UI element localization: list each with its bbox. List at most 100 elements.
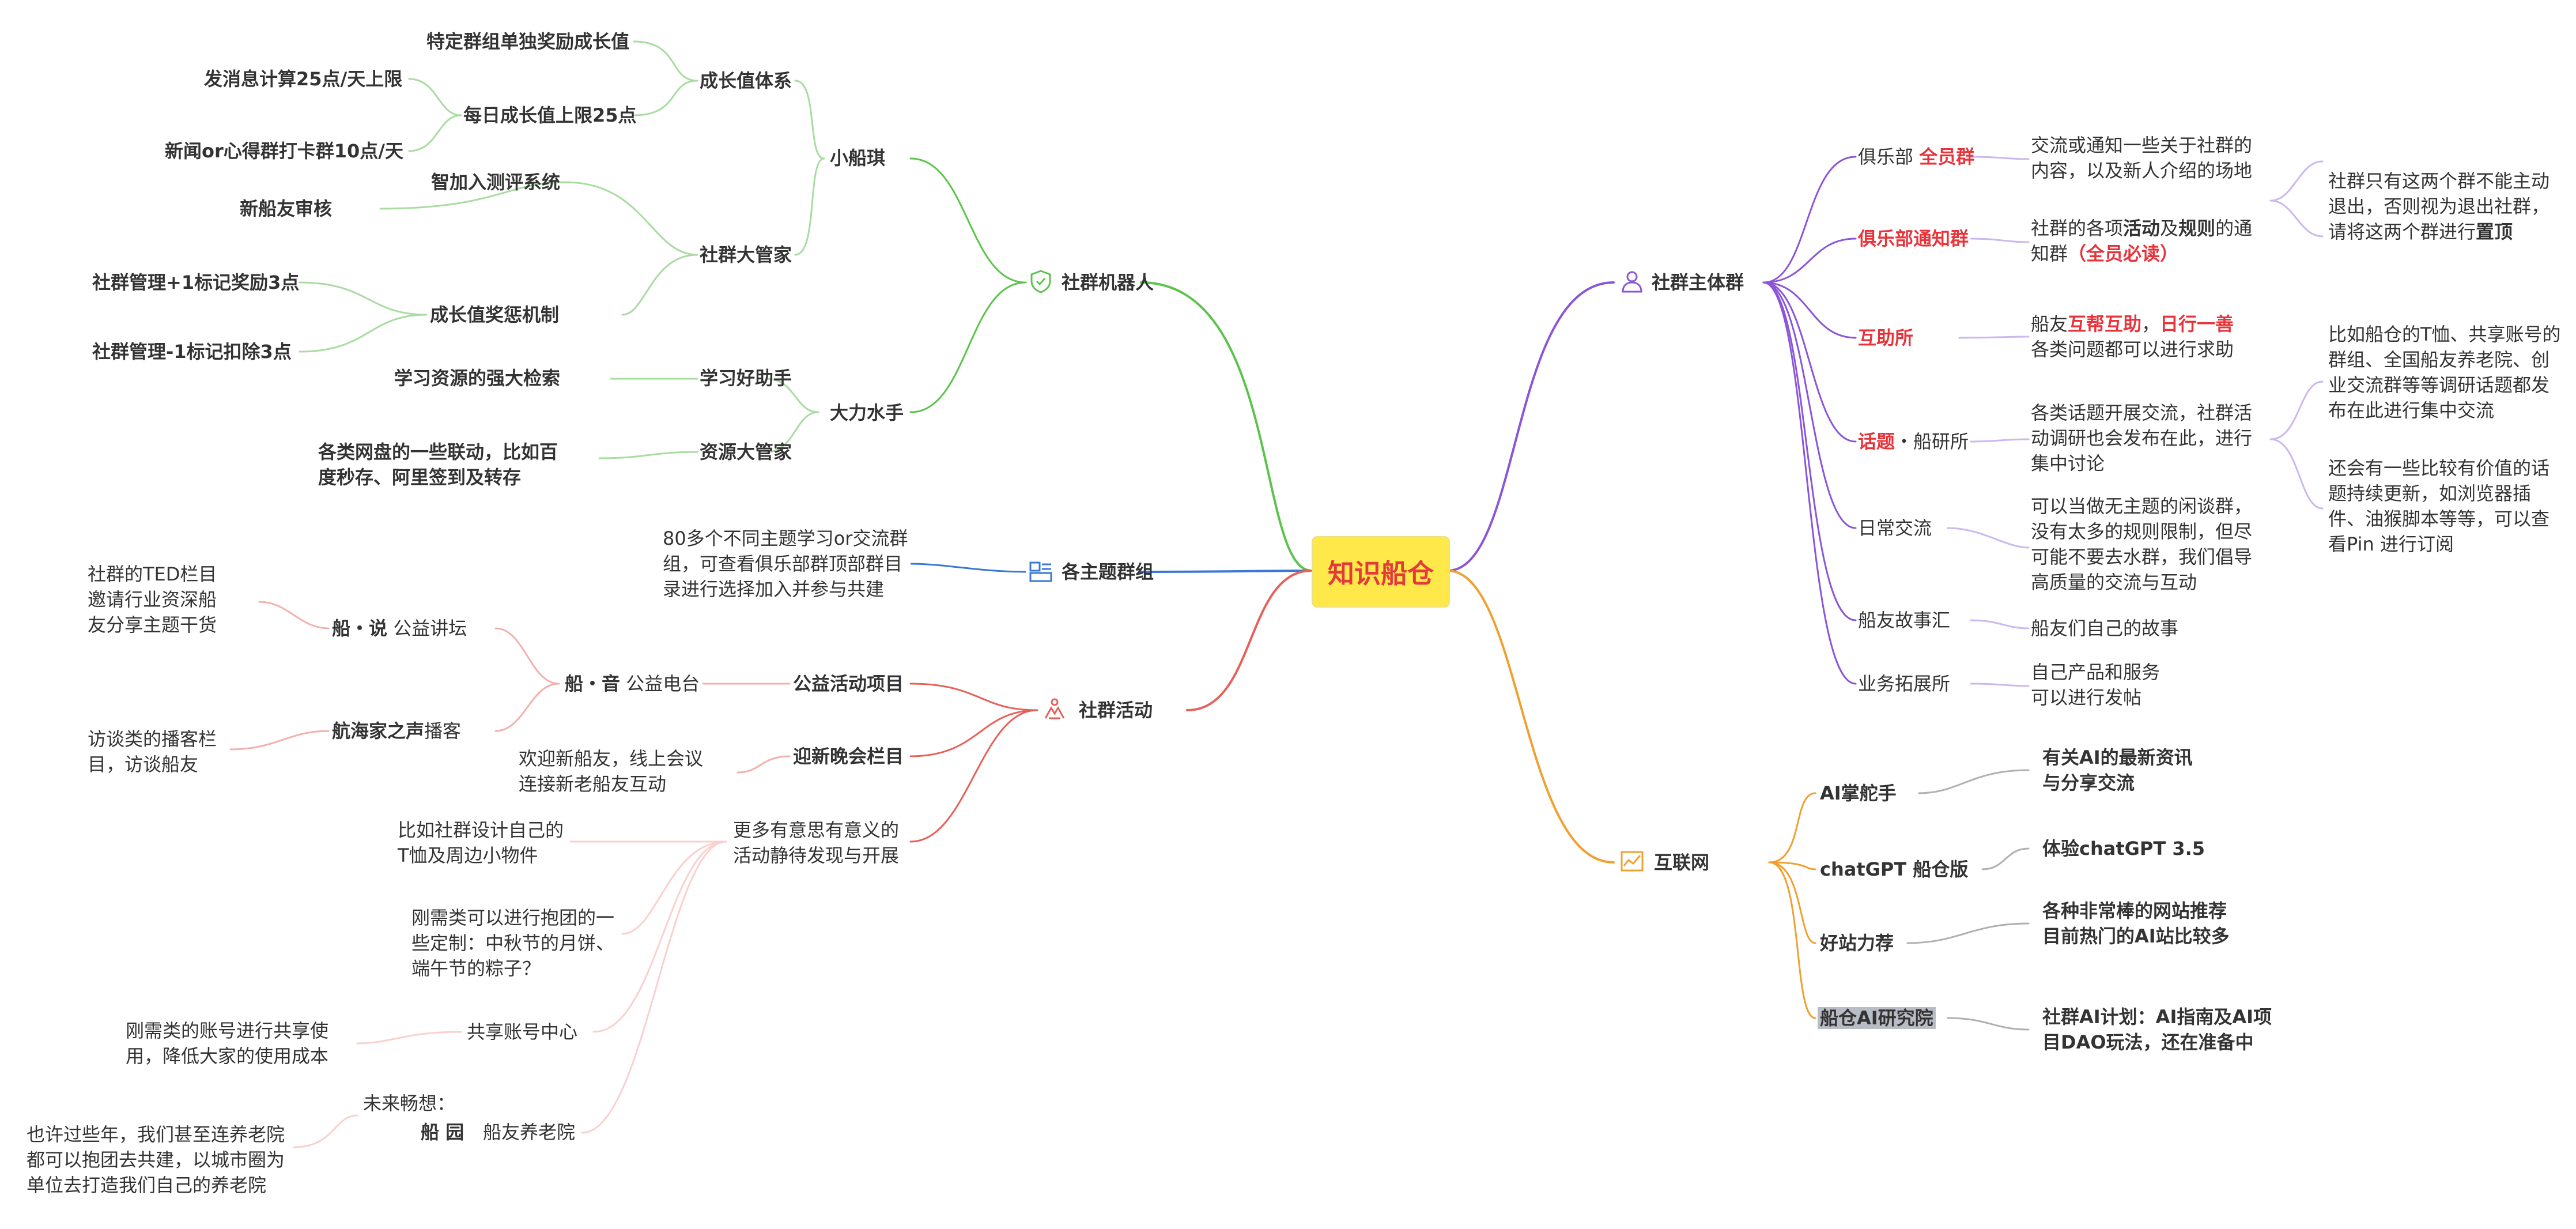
node-story[interactable]: 船友故事汇 bbox=[1858, 609, 1951, 631]
help-text-a: 船友 bbox=[2031, 313, 2068, 335]
node-ai-desc[interactable]: 有关AI的最新资讯与分享交流 bbox=[2042, 747, 2193, 794]
node-public-project[interactable]: 公益活动项目 bbox=[793, 673, 904, 695]
club-prefix: 俱乐部 bbox=[1858, 146, 1914, 168]
node-groups-desc[interactable]: 80多个不同主题学习or交流群组，可查看俱乐部群顶部群目录进行选择加入并参与共建 bbox=[663, 527, 908, 600]
branch-activity[interactable]: 社群活动 bbox=[1079, 699, 1153, 721]
node-resource-manager[interactable]: 资源大管家 bbox=[700, 441, 792, 463]
node-talk-desc[interactable]: 社群的TED栏目邀请行业资深船友分享主题干货 bbox=[88, 563, 217, 636]
node-club-desc[interactable]: 交流或通知一些关于社群的内容，以及新人介绍的场地 bbox=[2031, 134, 2253, 182]
root-topic[interactable]: 知识船仓 bbox=[1312, 536, 1450, 608]
radio-name: 船・音 bbox=[565, 673, 621, 695]
node-smart-join[interactable]: 智加入测评系统 bbox=[431, 171, 561, 193]
pin-note-text: 社群只有这两个群不能主动退出，否则视为退出社群，请将这两个群进行 bbox=[2328, 170, 2550, 243]
node-shared-desc[interactable]: 刚需类的账号进行共享使用，降低大家的使用成本 bbox=[126, 1020, 329, 1067]
help-text-e: 各类问题都可以进行求助 bbox=[2031, 338, 2234, 360]
talk-suffix: 公益讲坛 bbox=[393, 617, 467, 639]
node-reward-punish[interactable]: 成长值奖惩机制 bbox=[430, 304, 560, 326]
node-public-talk[interactable]: 船・说 公益讲坛 bbox=[332, 616, 467, 641]
help-comma: ， bbox=[2141, 313, 2160, 335]
node-topic-note1[interactable]: 比如船仓的T恤、共享账号的群组、全国船友养老院、创业交流群等等调研话题都发布在此… bbox=[2328, 323, 2561, 421]
notice-must-read: （全员必读） bbox=[2068, 243, 2179, 265]
node-growth-system[interactable]: 成长值体系 bbox=[700, 70, 792, 92]
link-root-community bbox=[1446, 281, 1615, 572]
node-xiaochuanqi[interactable]: 小船琪 bbox=[830, 147, 886, 169]
node-story-desc[interactable]: 船友们自己的故事 bbox=[2031, 617, 2179, 639]
node-message-points[interactable]: 发消息计算25点/天上限 bbox=[204, 68, 403, 90]
podcast-suffix: 播客 bbox=[424, 720, 462, 742]
node-sites-desc[interactable]: 各种非常棒的网站推荐目前热门的AI站比较多 bbox=[2042, 900, 2230, 947]
node-daily-desc[interactable]: 可以当做无主题的闲谈群，没有太多的规则限制，但尽可能不要去水群，我们倡导高质量的… bbox=[2031, 495, 2253, 593]
node-public-radio[interactable]: 船・音 公益电台 bbox=[565, 671, 700, 696]
node-help-desc[interactable]: 船友互帮互助，日行一善各类问题都可以进行求助 bbox=[2031, 311, 2261, 362]
link-root-activity bbox=[1186, 570, 1313, 711]
node-chatgpt-desc[interactable]: 体验chatGPT 3.5 bbox=[2042, 838, 2205, 859]
person-icon bbox=[1619, 269, 1645, 294]
node-community-manager[interactable]: 社群大管家 bbox=[700, 244, 792, 266]
notice-text-e: 的通知群 bbox=[2031, 217, 2253, 265]
node-biz[interactable]: 业务拓展所 bbox=[1858, 673, 1951, 695]
shield-icon bbox=[1028, 269, 1053, 294]
help-mutual: 互帮互助 bbox=[2068, 313, 2142, 335]
notice-text-c: 及 bbox=[2160, 217, 2179, 239]
node-podcast[interactable]: 航海家之声播客 bbox=[332, 718, 461, 744]
talk-name: 船・说 bbox=[332, 617, 388, 639]
podcast-name: 航海家之声 bbox=[332, 720, 425, 742]
node-shared-account[interactable]: 共享账号中心 bbox=[467, 1021, 578, 1043]
notice-activity: 活动 bbox=[2123, 217, 2160, 239]
radio-suffix: 公益电台 bbox=[626, 673, 700, 695]
node-mark-plus[interactable]: 社群管理+1标记奖励3点 bbox=[92, 272, 300, 293]
node-dali[interactable]: 大力水手 bbox=[830, 402, 904, 424]
topic-highlight: 话题 bbox=[1858, 431, 1895, 453]
node-topic-note2[interactable]: 还会有一些比较有价值的话题持续更新，如浏览器插件、油猴脚本等等，可以查看Pin … bbox=[2328, 457, 2550, 555]
club-highlight: 全员群 bbox=[1919, 146, 1975, 168]
node-tshirt[interactable]: 比如社群设计自己的T恤及周边小物件 bbox=[398, 819, 564, 866]
node-special-reward[interactable]: 特定群组单独奖励成长值 bbox=[426, 31, 630, 52]
node-future-label[interactable]: 未来畅想： bbox=[363, 1092, 456, 1114]
node-future-desc[interactable]: 也许过些年，我们甚至连养老院都可以抱团去共建，以城市圈为单位去打造我们自己的养老… bbox=[27, 1124, 285, 1196]
node-more-activities[interactable]: 更多有意思有意义的活动静待发现与开展 bbox=[733, 819, 900, 866]
node-study-helper[interactable]: 学习好助手 bbox=[700, 367, 792, 389]
branch-community[interactable]: 社群主体群 bbox=[1652, 272, 1744, 293]
layout-icon bbox=[1028, 559, 1053, 585]
node-biz-desc[interactable]: 自己产品和服务可以进行发帖 bbox=[2031, 661, 2160, 708]
node-notice-desc[interactable]: 社群的各项活动及规则的通知群（全员必读） bbox=[2031, 216, 2261, 266]
node-welcome-party[interactable]: 迎新晚会栏目 bbox=[793, 745, 904, 767]
link-root-robot bbox=[1140, 281, 1313, 572]
pin-note-top: 置顶 bbox=[2476, 221, 2513, 243]
node-daily-limit[interactable]: 每日成长值上限25点 bbox=[463, 104, 637, 126]
people-icon bbox=[1042, 696, 1067, 722]
node-good-sites[interactable]: 好站力荐 bbox=[1820, 932, 1894, 954]
node-netdisk[interactable]: 各类网盘的一些联动，比如百度秒存、阿里签到及转存 bbox=[318, 441, 558, 488]
node-newcomer-review[interactable]: 新船友审核 bbox=[240, 198, 333, 220]
branch-groups[interactable]: 各主题群组 bbox=[1062, 561, 1154, 583]
node-custom-buy[interactable]: 刚需类可以进行抱团的一些定制：中秋节的月饼、端午节的粽子？ bbox=[411, 907, 615, 979]
branch-internet[interactable]: 互联网 bbox=[1654, 851, 1710, 873]
node-topic[interactable]: 话题・船研所 bbox=[1858, 429, 1969, 454]
help-good-deed: 日行一善 bbox=[2160, 313, 2234, 335]
node-news-points[interactable]: 新闻or心得群打卡群10点/天 bbox=[165, 140, 403, 162]
node-future-home[interactable]: 船友养老院 bbox=[483, 1121, 576, 1143]
node-ai-helmsman[interactable]: AI掌舵手 bbox=[1820, 782, 1897, 804]
node-welcome-desc[interactable]: 欢迎新船友，线上会议连接新老船友互动 bbox=[519, 748, 704, 795]
node-future-garden[interactable]: 船 园 bbox=[421, 1121, 464, 1143]
node-club-notice[interactable]: 俱乐部通知群 bbox=[1858, 228, 1969, 250]
node-club-all[interactable]: 俱乐部 全员群 bbox=[1858, 144, 1974, 169]
chart-icon bbox=[1619, 849, 1645, 874]
node-study-search[interactable]: 学习资源的强大检索 bbox=[394, 367, 561, 389]
node-help[interactable]: 互助所 bbox=[1858, 327, 1914, 349]
notice-text-a: 社群的各项 bbox=[2031, 217, 2124, 239]
branch-robot[interactable]: 社群机器人 bbox=[1062, 272, 1154, 293]
node-mark-minus[interactable]: 社群管理-1标记扣除3点 bbox=[92, 341, 292, 363]
link-root-groups bbox=[1140, 570, 1313, 573]
node-podcast-desc[interactable]: 访谈类的播客栏目，访谈船友 bbox=[88, 728, 217, 775]
link-root-internet bbox=[1446, 570, 1615, 864]
root-title: 知识船仓 bbox=[1328, 558, 1434, 589]
node-pin-note[interactable]: 社群只有这两个群不能主动退出，否则视为退出社群，请将这两个群进行置顶 bbox=[2328, 168, 2559, 244]
node-daily[interactable]: 日常交流 bbox=[1858, 517, 1932, 539]
node-chatgpt[interactable]: chatGPT 船仓版 bbox=[1820, 858, 1969, 880]
topic-suffix: ・船研所 bbox=[1895, 431, 1969, 453]
node-ai-lab[interactable]: 船仓AI研究院 bbox=[1818, 1005, 1936, 1031]
node-topic-desc[interactable]: 各类话题开展交流，社群活动调研也会发布在此，进行集中讨论 bbox=[2031, 402, 2253, 474]
node-lab-desc[interactable]: 社群AI计划：AI指南及AI项目DAO玩法，还在准备中 bbox=[2042, 1006, 2272, 1053]
